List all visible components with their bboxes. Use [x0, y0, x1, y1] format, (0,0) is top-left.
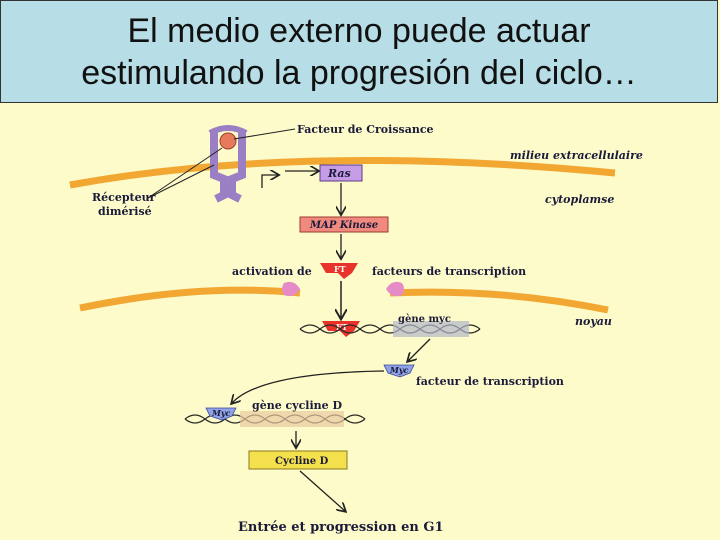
myc-label: Myc: [389, 365, 409, 375]
ras-label: Ras: [327, 167, 351, 180]
label-activation: activation de: [232, 265, 312, 278]
label-extracellular: milieu extracellulaire: [510, 149, 643, 162]
myc-protein: [383, 364, 415, 378]
signaling-diagram: Facteur de Croissance milieu extracellul…: [69, 123, 643, 535]
label-tf-singular: facteur de transcription: [416, 375, 564, 388]
cyclin-d-box: [248, 450, 348, 470]
dimerized-receptor: [208, 125, 248, 203]
nuclear-pore-left: [282, 281, 300, 297]
cyclin-d-gene-box: [240, 411, 344, 427]
myc-label-2: Myc: [211, 408, 231, 418]
label-growth-factor: Facteur de Croissance: [297, 123, 434, 136]
myc-protein-bound: [205, 407, 237, 421]
title-line-2: estimulando la progresión del ciclo…: [81, 53, 637, 92]
title-line-1: El medio externo puede actuar: [127, 11, 591, 50]
label-myc-gene: gène myc: [398, 314, 451, 325]
plasma-membrane: [69, 157, 616, 189]
growth-factor-ball: [219, 132, 237, 150]
label-g1-entry: Entrée et progression en G1: [238, 520, 444, 535]
arrow-myc-to-cyclin-gene: [232, 370, 385, 403]
map-kinase-label: MAP Kinase: [309, 220, 378, 231]
label-cyclin-d-gene: gène cycline D: [252, 399, 342, 412]
cyclin-d-label: Cycline D: [275, 456, 329, 467]
ras-box: [319, 164, 363, 182]
nuclear-membrane-right: [389, 288, 609, 314]
title-banner: El medio externo puede actuar estimuland…: [0, 0, 718, 103]
arrow-receptor-to-ras: [261, 175, 278, 188]
receptor-pointer-2: [147, 164, 215, 199]
nuclear-pore-right: [386, 281, 404, 297]
nuclear-membrane: [79, 286, 301, 312]
ft-cytoplasm: [320, 263, 358, 279]
arrow-myc-gene-to-protein: [408, 338, 431, 361]
label-cytoplasm: cytoplamse: [545, 193, 614, 206]
myc-gene-box: [393, 321, 469, 337]
arrow-cyclin-to-g1: [299, 470, 345, 511]
map-kinase-box: [299, 216, 389, 233]
ft-label: FT: [334, 264, 346, 274]
receptor-pointer-1: [147, 147, 223, 199]
label-nucleus: noyau: [575, 315, 612, 328]
label-receptor-1: Récepteur: [92, 191, 156, 204]
growth-factor-pointer: [233, 128, 296, 140]
label-receptor-2: dimérisé: [98, 205, 152, 218]
label-tf-plural: facteurs de transcription: [372, 265, 526, 278]
